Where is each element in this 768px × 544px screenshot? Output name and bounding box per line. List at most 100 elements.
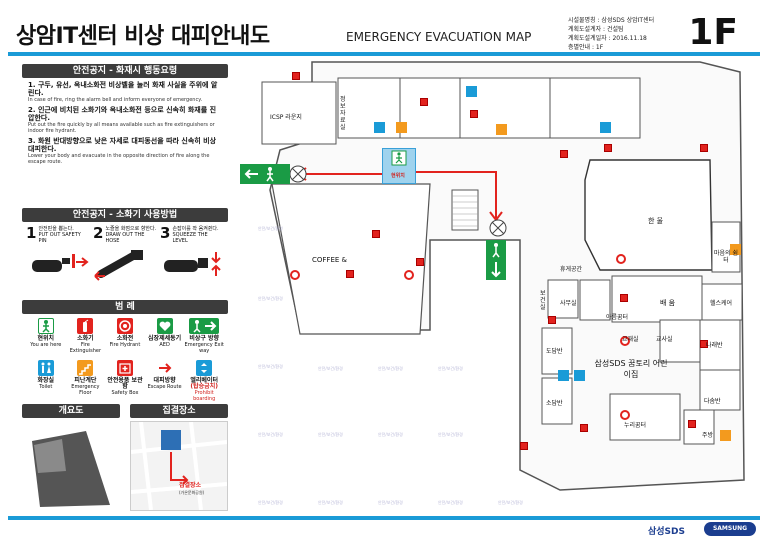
emergency-stairs-icon — [496, 124, 507, 135]
fire-step-en: In case of fire, ring the alarm bell and… — [28, 97, 203, 103]
extinguisher-section-title: 안전공지 - 소화기 사용방법 — [22, 208, 228, 222]
legend-ko: 심장제세동기 — [148, 335, 182, 342]
assembly-map: 집결장소 (가온문화공원) — [130, 421, 228, 511]
safety-box-icon — [116, 360, 133, 376]
fire-extinguisher-icon — [77, 318, 94, 334]
aed-icon — [156, 318, 173, 334]
step-en: PUT OUT SAFETY PIN — [38, 232, 81, 244]
elevator-icon — [196, 360, 213, 376]
fire-section: 안전공지 - 화재시 행동요령 1. 구두, 유선, 옥내소화전 비상벨을 눌러… — [22, 64, 228, 168]
fire-hydrant-icon — [620, 410, 630, 420]
room-label: 마음의 쉼터 — [714, 250, 738, 264]
legend-en: Safety Box — [111, 390, 139, 396]
fire-extinguisher-icon — [700, 144, 708, 152]
fire-extinguisher-icon — [548, 316, 556, 324]
room-label: 정보자료실 — [340, 96, 346, 131]
emergency-stairs-icon — [720, 430, 731, 441]
meta-line: 계획도설계일자 : 2016.11.18 — [568, 35, 647, 42]
page-title: 상암IT센터 비상 대피안내도 — [16, 24, 270, 49]
fire-hydrant-icon — [290, 270, 300, 280]
fire-step-en: Lower your body and evacuate in the oppo… — [28, 153, 210, 165]
fire-extinguisher-icon — [700, 340, 708, 348]
watermark: 안전/보건/환경 — [318, 500, 343, 505]
fire-extinguisher-icon — [688, 420, 696, 428]
assembly-title: 집결장소 — [130, 404, 228, 418]
legend-ko: 현위치 — [37, 335, 55, 342]
step-number: 3 — [160, 224, 171, 242]
squeeze-lever-illustration-icon — [160, 246, 224, 282]
legend-en: You are here — [30, 342, 62, 348]
you-are-here-marker — [382, 148, 416, 184]
extinguisher-section: 안전공지 - 소화기 사용방법 1 안전핀을 뽑는다. PUT OUT SAFE… — [22, 208, 228, 285]
legend-ko: 피난계단 — [74, 377, 97, 384]
bottom-divider — [8, 516, 760, 520]
step-ko: 노즐을 화점으로 향한다. — [105, 226, 157, 232]
fire-step-ko: 1. 구두, 유선, 옥내소화전 비상벨을 눌러 화재 사실을 주위에 알린다. — [28, 81, 218, 97]
fire-extinguisher-icon — [372, 230, 380, 238]
brand-label: 삼성SDS — [648, 527, 685, 537]
watermark: 안전/보건/환경 — [318, 432, 343, 437]
watermark: 안전/보건/환경 — [318, 366, 343, 371]
room-label: 교사실 — [656, 336, 673, 343]
legend-section: 범 례 현위치 You are here 소화기 Fire Extinguish… — [22, 300, 228, 406]
legend-item: 비상구 방향 Emergency Exit way — [184, 318, 224, 354]
toilet-icon — [374, 122, 385, 133]
legend-item: 현위치 You are here — [26, 318, 66, 354]
legend-en: Emergency Floor — [71, 384, 100, 396]
watermark: 안전/보건/환경 — [258, 364, 283, 369]
fire-extinguisher-icon — [470, 110, 478, 118]
fire-extinguisher-icon — [520, 442, 528, 450]
meta-line: 계획도설계자 : 건설팀 — [568, 26, 624, 33]
top-divider — [8, 52, 760, 56]
exit-way-icon — [189, 318, 220, 334]
legend-warning-en: Prohibit boarding — [193, 390, 216, 402]
fire-step-ko: 2. 인근에 비치된 소화기와 옥내소화전 등으로 신속히 화재를 진압한다. — [28, 106, 217, 122]
room-label: 도담반 — [546, 348, 563, 355]
legend-item: 소화전 Fire Hydrant — [105, 318, 145, 354]
legend-item: 소화기 Fire Extinguisher — [66, 318, 106, 354]
watermark: 안전/보건/환경 — [258, 432, 283, 437]
exit-sign-down-icon — [486, 240, 506, 280]
overview-assembly-section: 개요도 집결장소 집결장소 (가온문화공원) — [22, 404, 228, 511]
legend-ko: 비상구 방향 — [189, 335, 220, 342]
toilet-icon — [466, 86, 477, 97]
legend-ko: 소화전 — [116, 335, 134, 342]
legend-item: 대피방향 Escape Route — [145, 360, 185, 402]
legend-en: AED — [159, 342, 170, 348]
meta-line: 시설물명칭 : 삼성SDS 상암IT센터 — [568, 17, 655, 24]
aim-hose-illustration-icon — [93, 246, 157, 282]
fire-extinguisher-icon — [620, 294, 628, 302]
room-label: 사무실 — [560, 300, 577, 307]
assembly-point-sub: (가온문화공원) — [179, 490, 205, 495]
fire-extinguisher-icon — [580, 424, 588, 432]
watermark: 안전/보건/환경 — [258, 296, 283, 301]
fire-step: 1. 구두, 유선, 옥내소화전 비상벨을 눌러 화재 사실을 주위에 알린다.… — [28, 81, 222, 103]
watermark: 안전/보건/환경 — [378, 500, 403, 505]
toilet-icon — [600, 122, 611, 133]
fire-section-title: 안전공지 - 화재시 행동요령 — [22, 64, 228, 78]
page-subtitle: EMERGENCY EVACUATION MAP — [346, 30, 532, 44]
fire-hydrant-icon — [116, 318, 133, 334]
legend-ko: 화장실 — [37, 377, 55, 384]
step-ko: 안전핀을 뽑는다. — [38, 226, 74, 232]
step-en: SQUEEZE THE LEVEL — [172, 232, 208, 244]
room-label: 배 움 — [660, 299, 676, 307]
legend-en: Fire Extinguisher — [69, 342, 102, 354]
legend-en: Fire Hydrant — [109, 342, 141, 348]
watermark: 안전/보건/환경 — [438, 500, 463, 505]
assembly-point-label: 집결장소 — [179, 482, 202, 489]
fire-step-en: Put out the fire quickly by all means av… — [28, 122, 215, 134]
toilet-icon — [574, 370, 585, 381]
room-label: 휴게공간 — [560, 266, 583, 273]
fire-extinguisher-icon — [560, 150, 568, 158]
extinguisher-step: 3 손잡이를 꽉 움켜쥔다. SQUEEZE THE LEVEL — [160, 225, 224, 282]
room-label: 한 울 — [648, 217, 664, 225]
fire-step: 3. 화원 반대방향으로 낮은 자세로 대피동선을 따라 신속히 비상 대피한다… — [28, 137, 222, 165]
room-label: 아름꿈터 — [606, 314, 629, 321]
fire-extinguisher-icon — [604, 144, 612, 152]
you-are-here-icon — [37, 318, 54, 334]
step-number: 2 — [93, 224, 104, 242]
watermark: 안전/보건/환경 — [258, 500, 283, 505]
meta-line: 층별안내 : 1F — [568, 44, 604, 51]
step-number: 1 — [26, 224, 37, 242]
